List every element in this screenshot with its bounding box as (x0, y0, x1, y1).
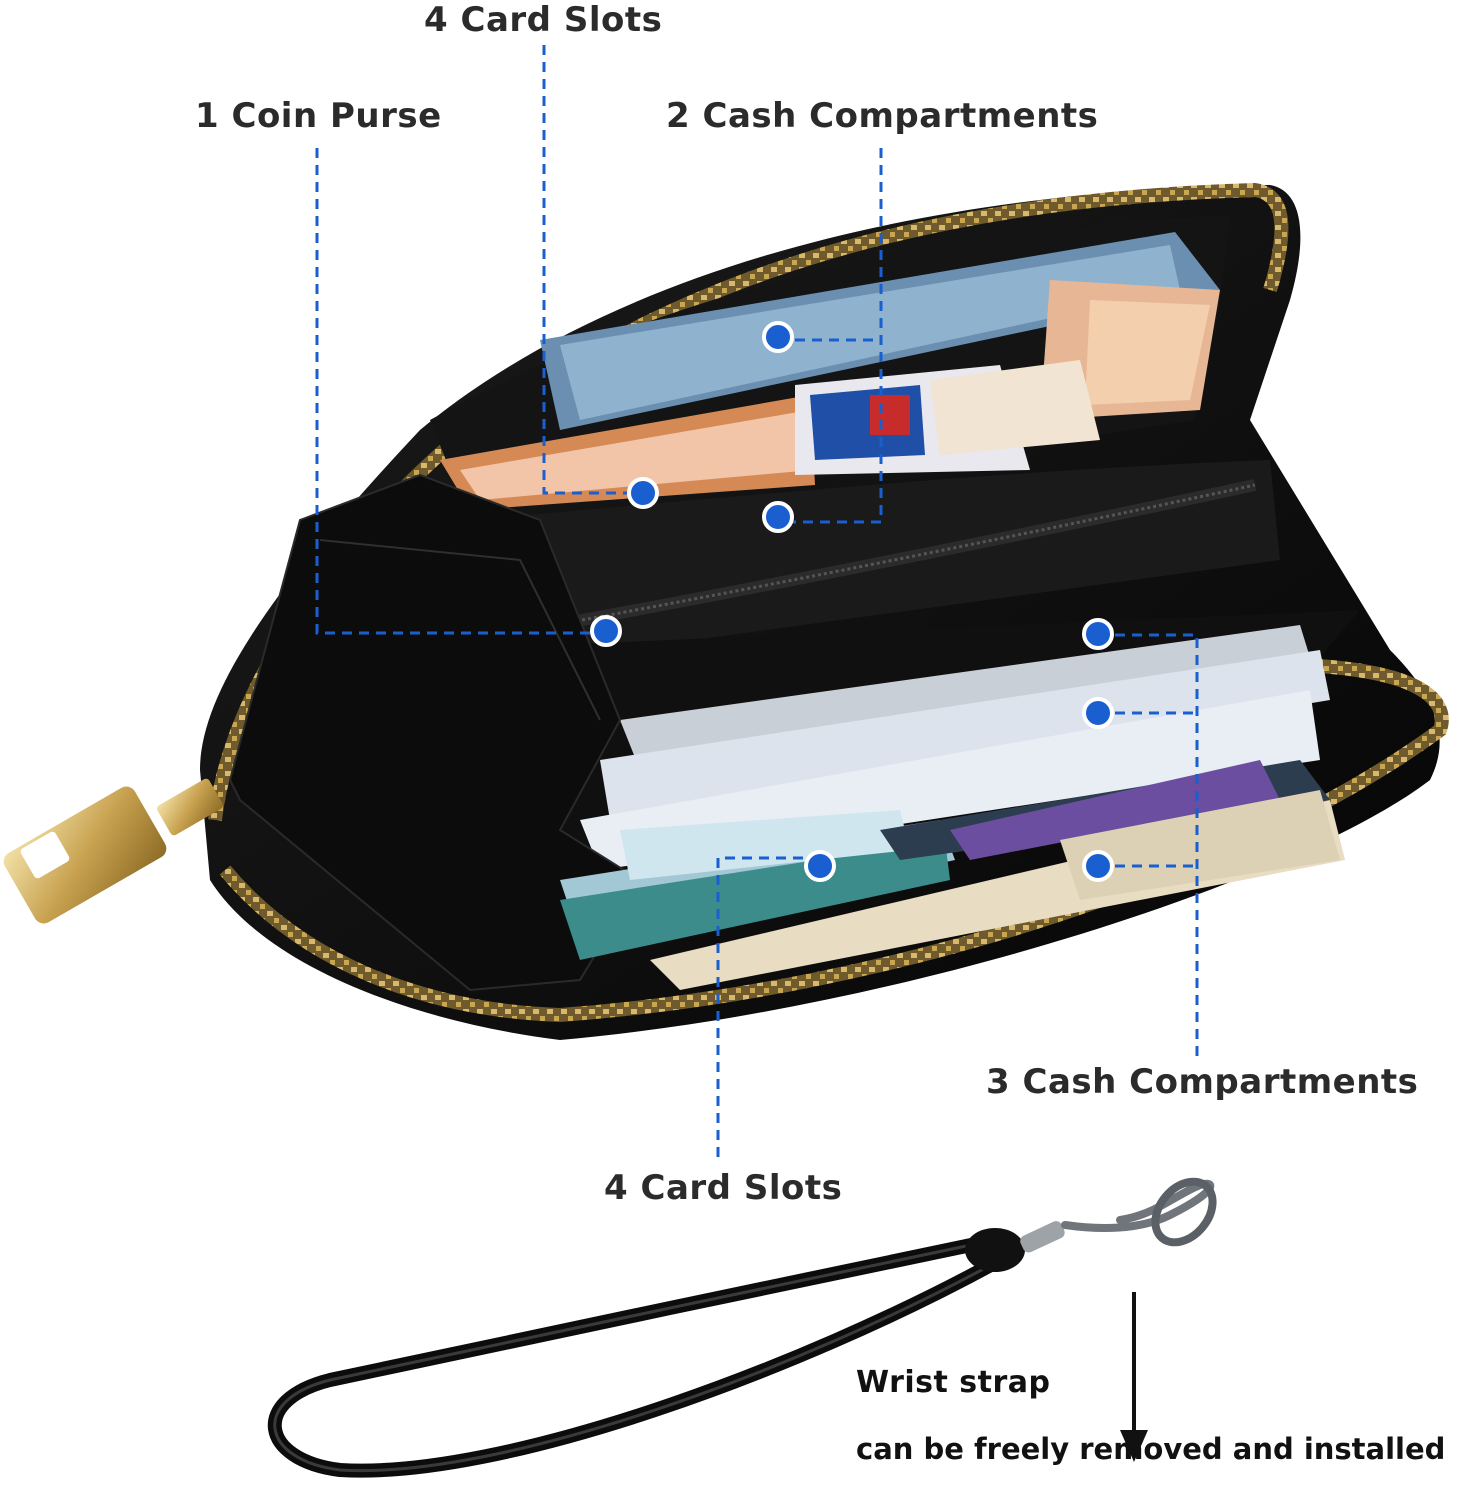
coin-purse-label: 1 Coin Purse (195, 96, 442, 136)
removable-note-label: can be freely removed and installed (856, 1432, 1446, 1466)
bottom-card-slots-label: 4 Card Slots (604, 1168, 843, 1208)
top-card-slots-label: 4 Card Slots (424, 0, 663, 40)
front-cash-section (440, 610, 1360, 870)
marker-dot (804, 850, 836, 882)
leader-coin-purse (315, 148, 606, 635)
wrist-strap-label: Wrist strap (856, 1365, 1051, 1400)
leader-three-cash (1098, 633, 1199, 1058)
leader-two-cash (778, 148, 883, 524)
marker-dot (762, 321, 794, 353)
leader-bottom-card-slots (716, 856, 820, 1160)
clasp-hook-icon (1020, 1177, 1217, 1253)
zipper-pull-icon (3, 778, 224, 924)
marker-dot (590, 615, 622, 647)
leader-lines (315, 45, 1199, 1160)
three-cash-label: 3 Cash Compartments (986, 1062, 1419, 1102)
leader-top-card-slots (542, 45, 643, 495)
marker-dot (1082, 618, 1114, 650)
marker-dot (1082, 697, 1114, 729)
wrist-strap (267, 1228, 1025, 1478)
marker-dot (762, 501, 794, 533)
two-cash-label: 2 Cash Compartments (666, 96, 1099, 136)
down-arrow-icon (1120, 1292, 1148, 1462)
marker-dots (590, 321, 1114, 882)
back-card-panel (430, 215, 1230, 520)
marker-dot (627, 477, 659, 509)
marker-dot (1082, 850, 1114, 882)
front-card-slots (560, 760, 1345, 990)
